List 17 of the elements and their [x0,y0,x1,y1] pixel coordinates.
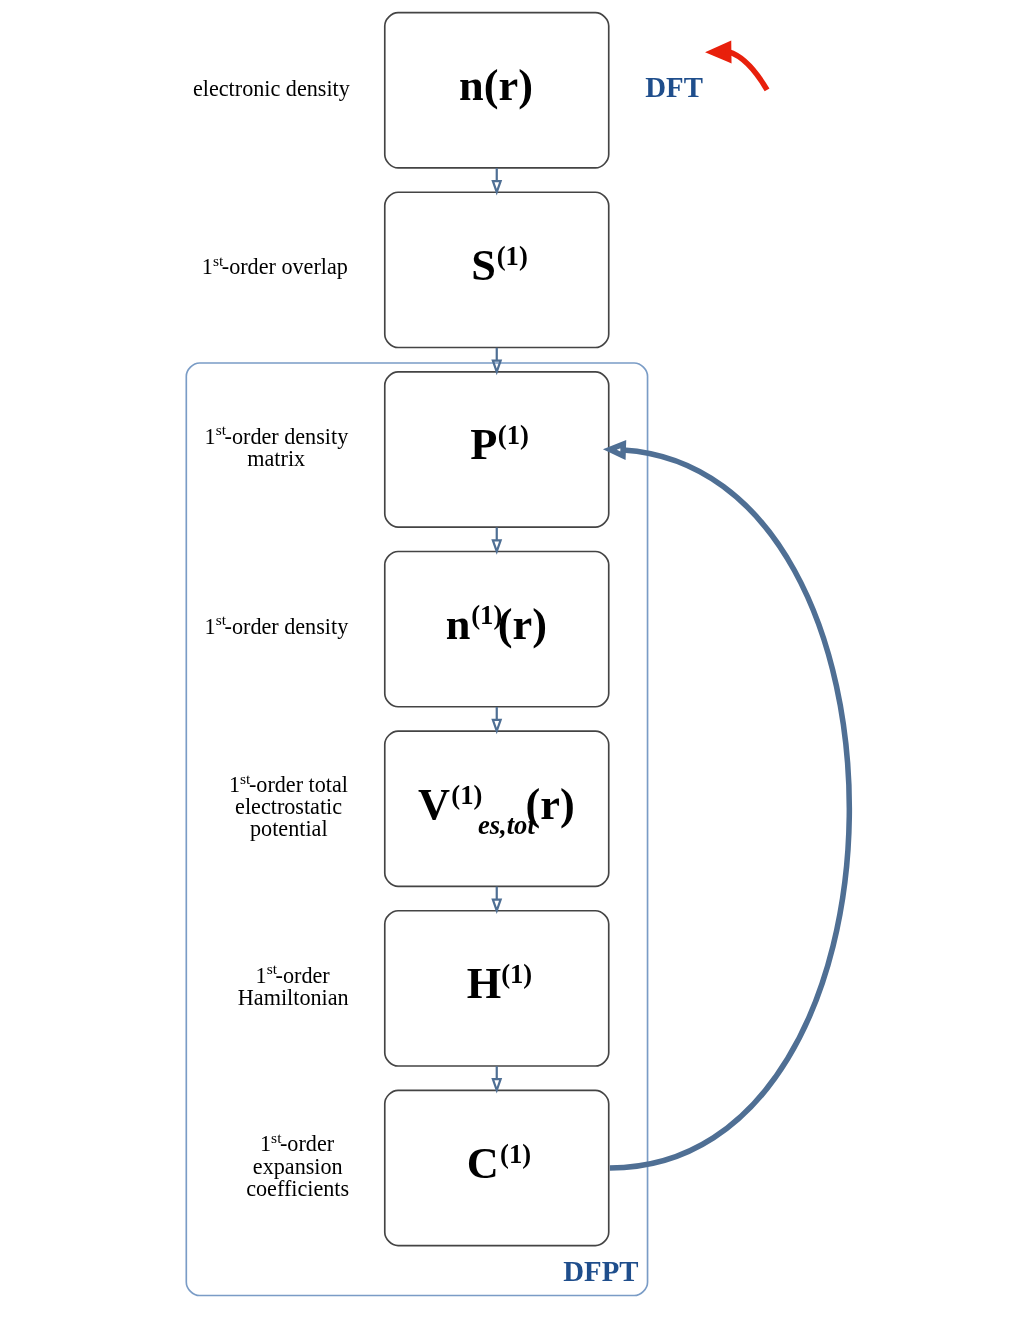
node-box: n$^{(1)}$(r) [383,550,610,708]
arrow [704,40,769,92]
node-label: 1$^{st}$-order overlap [201,251,348,280]
node-box: P$^{(1)}$ [383,371,610,528]
node-text: DFT [644,70,703,103]
node-label: 1$^{st}$-order density [204,611,348,639]
node-label: 1$^{st}$-order expansion coefficients [245,1128,349,1201]
node-label: electronic density [192,75,350,101]
node-box: S$^{(1)}$ [383,191,610,349]
node-label: 1$^{st}$-order total electrostatic potential [228,769,348,842]
node-label: 1$^{st}$-order Hamiltonian [237,960,349,1010]
node-box: n(r) [383,11,610,169]
node-box: C$^{(1)}$ [383,1089,610,1247]
node-label: 1$^{st}$-order density matrix [204,421,348,472]
node-box: V$^{(1)}$$_{es,tot}$(r) [383,730,610,888]
node-box: H$^{(1)}$ [383,909,610,1067]
arrow [602,439,852,1171]
